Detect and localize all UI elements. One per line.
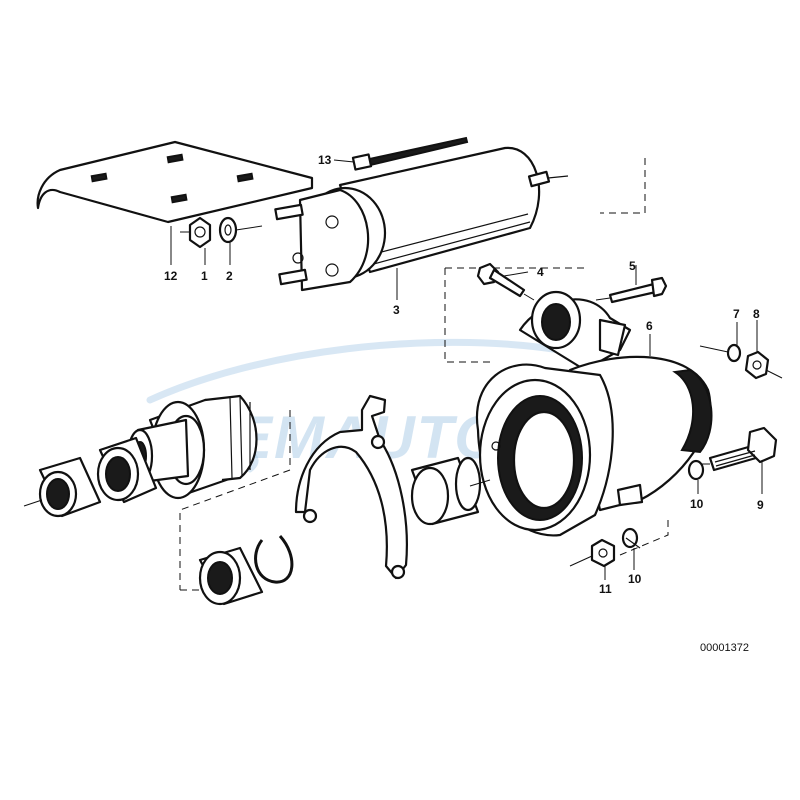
- collar-sleeve: [96, 436, 158, 504]
- washer-10a: [687, 459, 705, 481]
- bushing-center: [410, 456, 482, 526]
- washer-2: [218, 216, 238, 244]
- bolt-4: [476, 262, 526, 298]
- callout-7: 7: [733, 307, 740, 321]
- callout-leaders: [170, 226, 763, 580]
- bushing-left: [38, 456, 102, 518]
- drive-end-housing: [475, 290, 713, 537]
- snap-ring: [254, 534, 294, 584]
- diagram-reference-code: 00001372: [700, 642, 749, 654]
- callout-10b: 10: [628, 572, 642, 586]
- bushing-lower: [198, 546, 264, 606]
- callout-11: 11: [599, 582, 612, 596]
- callout-3: 3: [393, 303, 400, 317]
- solenoid-switch: [274, 146, 569, 292]
- hex-nut-8: [744, 350, 770, 380]
- shift-fork-lever: [294, 394, 408, 580]
- washer-7: [726, 343, 742, 363]
- callout-5: 5: [629, 259, 636, 273]
- callout-8: 8: [753, 307, 760, 321]
- callout-1: 1: [201, 269, 208, 283]
- mounting-bracket: [36, 140, 314, 224]
- washer-10b: [621, 527, 641, 549]
- callout-9: 9: [757, 498, 764, 512]
- alignment-lines: [179, 158, 669, 591]
- hex-nut-1: [188, 216, 212, 249]
- callout-12: 12: [164, 269, 178, 283]
- callout-2: 2: [226, 269, 233, 283]
- cable-tie: [351, 136, 469, 171]
- callouts: 1 2 3 4 5 6 7 8 9 10 10 11 12 13: [164, 153, 764, 596]
- bolt-9: [708, 426, 778, 472]
- callout-13: 13: [318, 153, 332, 167]
- callout-4: 4: [537, 265, 544, 279]
- hex-nut-11: [590, 538, 616, 568]
- callout-10a: 10: [690, 497, 704, 511]
- bolt-5: [608, 276, 668, 304]
- callout-6: 6: [646, 319, 653, 333]
